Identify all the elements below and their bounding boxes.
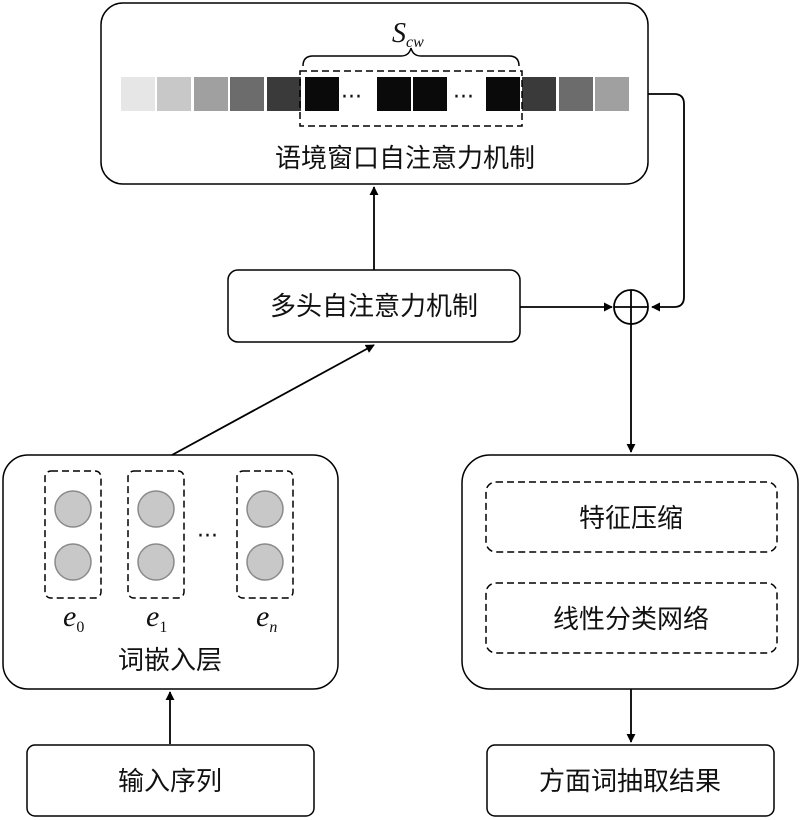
- embedding-node: [54, 490, 92, 528]
- embedding-label-0: e0: [63, 600, 84, 636]
- attention-cell-window: [305, 77, 339, 111]
- attention-cell-left: [267, 77, 301, 111]
- context-window-attention-label: 语境窗口自注意力机制: [275, 144, 535, 174]
- embedding-node: [137, 490, 175, 528]
- result-block: 方面词抽取结果: [486, 744, 775, 817]
- attention-cell-left: [121, 77, 155, 111]
- attention-cell-window: [377, 77, 411, 111]
- embedding-node: [137, 543, 175, 581]
- input-sequence-block: 输入序列: [26, 744, 315, 817]
- multihead-attention-block: 多头自注意力机制: [227, 269, 521, 343]
- window-ellipsis-1: ···: [341, 85, 362, 110]
- embedding-frame-1: [127, 470, 185, 599]
- feature-compression-frame: [485, 481, 778, 553]
- attention-cell-right: [522, 77, 556, 111]
- attention-weight-strip: [121, 77, 629, 111]
- window-ellipsis-2: ···: [453, 85, 474, 110]
- context-window-attention-block: Scw ··· ··· 语境窗口自注意力机制: [100, 2, 649, 185]
- attention-cell-left: [230, 77, 264, 111]
- embedding-node: [246, 543, 284, 581]
- window-size-label: Scw: [392, 18, 424, 51]
- embedding-ellipsis: ···: [197, 524, 218, 549]
- feature-compression-label: 特征压缩: [579, 504, 683, 534]
- embedding-frame-n: [236, 470, 294, 599]
- context-window-brace: [302, 47, 520, 67]
- context-window-dashed-frame: [299, 70, 523, 127]
- input-sequence-label: 输入序列: [118, 767, 222, 797]
- output-module-box: [461, 454, 799, 690]
- arrow-embedding-to-multihead: [171, 344, 375, 456]
- arrow-context-to-sum: [648, 93, 685, 312]
- attention-cell-left: [157, 77, 191, 111]
- embedding-frame-0: [44, 470, 102, 599]
- result-box: [486, 744, 775, 817]
- word-embedding-label: 词嵌入层: [118, 646, 222, 676]
- linear-classifier-label: 线性分类网络: [553, 605, 709, 635]
- attention-cell-left: [194, 77, 228, 111]
- attention-cell-window: [413, 77, 447, 111]
- embedding-node: [246, 490, 284, 528]
- embedding-node: [54, 543, 92, 581]
- input-sequence-box: [26, 744, 315, 817]
- embedding-label-n: en: [256, 600, 277, 636]
- multihead-attention-label: 多头自注意力机制: [270, 292, 478, 322]
- attention-cell-right: [595, 77, 629, 111]
- word-embedding-block: ··· e0 e1 en 词嵌入层: [2, 454, 339, 690]
- embedding-label-1: e1: [146, 600, 167, 636]
- sum-node: [613, 289, 649, 325]
- output-module-block: 特征压缩 线性分类网络: [461, 454, 799, 690]
- linear-classifier-frame: [485, 582, 778, 654]
- result-label: 方面词抽取结果: [539, 767, 721, 797]
- attention-cell-right: [559, 77, 593, 111]
- attention-cell-window: [486, 77, 520, 111]
